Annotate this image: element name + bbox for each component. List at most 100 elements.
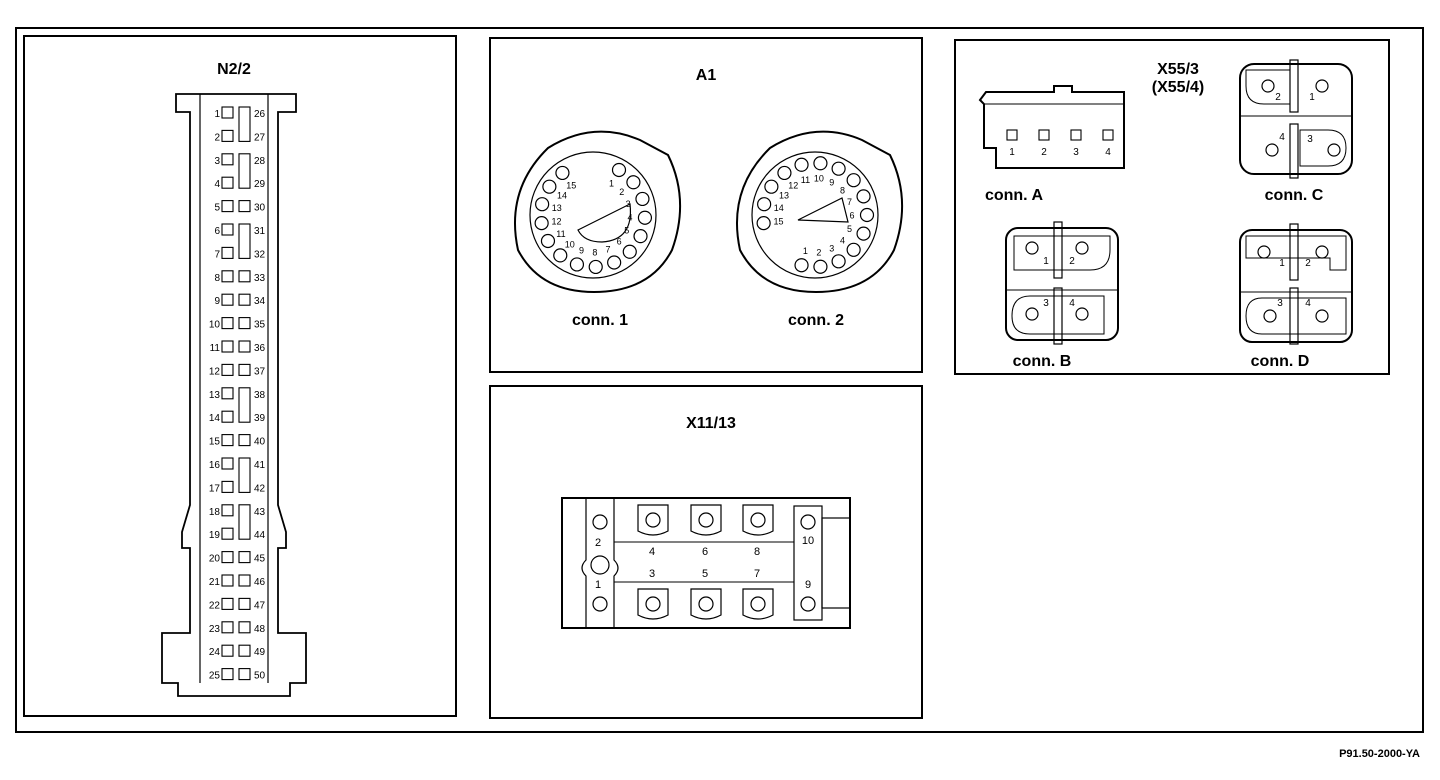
a1-conn2-pin-15	[756, 216, 771, 231]
a1-conn1-pin-11	[540, 233, 556, 249]
a1-conn2-housing	[736, 130, 904, 294]
n22-pin-12	[221, 363, 234, 376]
x1113-right-block	[793, 505, 823, 621]
conn-b-pin-3	[1025, 307, 1039, 321]
a1-conn2-pin-10	[813, 156, 828, 171]
x1113-socket-4	[637, 504, 669, 536]
n22-panel: N2/2 12345678910111213141516171819202122…	[23, 35, 457, 717]
a1-conn2-pin-4	[846, 242, 861, 257]
a1-conn1-pin-label-15: 15	[566, 181, 576, 191]
n22-pin-label-9: 9	[214, 296, 220, 307]
n22-pin-37	[238, 363, 251, 376]
a1-conn1-pin-label-14: 14	[557, 190, 567, 200]
conn-b-pin-label-1: 1	[1043, 256, 1049, 267]
n22-pin-36	[238, 340, 251, 353]
x1113-socket-7	[742, 588, 774, 620]
n22-pin-label-41: 41	[254, 460, 266, 471]
a1-conn1-key	[577, 203, 632, 243]
conn-d-cell-1	[1245, 235, 1347, 271]
a1-conn1-pin-4	[637, 210, 653, 225]
a1-conn2-pin-label-9: 9	[829, 178, 834, 188]
x1113-pin-10	[800, 514, 816, 530]
n22-pin-label-7: 7	[214, 249, 220, 260]
n22-pin-label-23: 23	[209, 624, 221, 635]
n22-pin-label-5: 5	[214, 203, 220, 214]
n22-pin-label-32: 32	[254, 249, 266, 260]
n22-pin-group-38	[238, 387, 251, 423]
n22-pin-label-10: 10	[209, 320, 221, 331]
outer-frame	[15, 27, 1424, 733]
a1-conn1-pin-15	[555, 165, 570, 181]
n22-pin-5	[221, 200, 234, 213]
x1113-left-rail-inner	[613, 498, 619, 628]
a1-conn1-label: conn. 1	[572, 312, 628, 329]
x1113-pin-label-3: 3	[649, 568, 655, 580]
x1113-socket-8	[742, 504, 774, 536]
a1-conn2-pin-label-7: 7	[847, 197, 852, 207]
conn-c-housing	[1239, 63, 1353, 175]
n22-pin-label-4: 4	[214, 179, 220, 190]
conn-c-pin-4	[1265, 143, 1279, 157]
n22-pin-34	[238, 293, 251, 306]
conn-a-pin-label-1: 1	[1009, 147, 1015, 158]
n22-pin-13	[221, 387, 234, 400]
n22-connector-body	[161, 93, 307, 697]
x1113-pin-label-1: 1	[595, 579, 601, 591]
x1113-pin-6	[698, 512, 714, 528]
a1-conn2-pin-label-3: 3	[829, 243, 834, 253]
n22-pin-9	[221, 293, 234, 306]
n22-pin-30	[238, 200, 251, 213]
x1113-pin-2	[592, 514, 608, 530]
n22-pins: 1234567891011121314151617181920212223242…	[209, 106, 266, 682]
conn-a-pin-4	[1102, 129, 1114, 141]
a1-conn1-pin-1	[611, 162, 627, 178]
x553-subtitle: (X55/4)	[1152, 79, 1204, 96]
a1-conn2-pin-13	[764, 179, 779, 194]
a1-conn2-pin-7	[856, 189, 871, 204]
n22-pin-label-46: 46	[254, 577, 266, 588]
conn-d-pin-label-1: 1	[1279, 258, 1285, 269]
n22-pin-label-12: 12	[209, 366, 221, 377]
x1113-title: X11/13	[686, 415, 736, 432]
x1113-socket-5	[690, 588, 722, 620]
x1113-center-hole	[590, 555, 610, 575]
x1113-pin-4	[645, 512, 661, 528]
a1-conn2-pin-label-1: 1	[803, 246, 808, 256]
conn-c-cell-2	[1299, 129, 1347, 167]
n22-pin-label-45: 45	[254, 554, 266, 565]
n22-pin-label-42: 42	[254, 483, 266, 494]
conn-d-pin-label-4: 4	[1305, 298, 1311, 309]
a1-conn2-pin-label-4: 4	[840, 235, 845, 245]
n22-pin-label-30: 30	[254, 203, 266, 214]
a1-conn1-pin-14	[542, 179, 557, 194]
a1-conn1-pin-label-8: 8	[592, 247, 597, 257]
conn-b-cell-2	[1011, 295, 1105, 335]
n22-pin-48	[238, 621, 251, 634]
n22-pin-label-8: 8	[214, 273, 220, 284]
n22-pin-label-34: 34	[254, 296, 266, 307]
n22-pin-20	[221, 551, 234, 564]
conn-c-pin-label-3: 3	[1307, 134, 1313, 145]
a1-conn2-pin-9	[831, 161, 846, 176]
n22-pin-label-50: 50	[254, 671, 266, 682]
n22-pin-label-22: 22	[209, 600, 221, 611]
n22-pin-17	[221, 480, 234, 493]
n22-pin-label-43: 43	[254, 507, 266, 518]
n22-pin-label-2: 2	[214, 132, 220, 143]
n22-pin-label-16: 16	[209, 460, 221, 471]
n22-pin-group-28	[238, 153, 251, 189]
n22-pin-10	[221, 317, 234, 330]
n22-pin-label-28: 28	[254, 156, 266, 167]
n22-pin-label-15: 15	[209, 437, 221, 448]
conn-a-pin-2	[1038, 129, 1050, 141]
a1-conn2-pin-5	[856, 226, 871, 241]
n22-pin-40	[238, 434, 251, 447]
a1-conn2-pin-6	[859, 207, 875, 223]
a1-title: A1	[696, 67, 717, 84]
